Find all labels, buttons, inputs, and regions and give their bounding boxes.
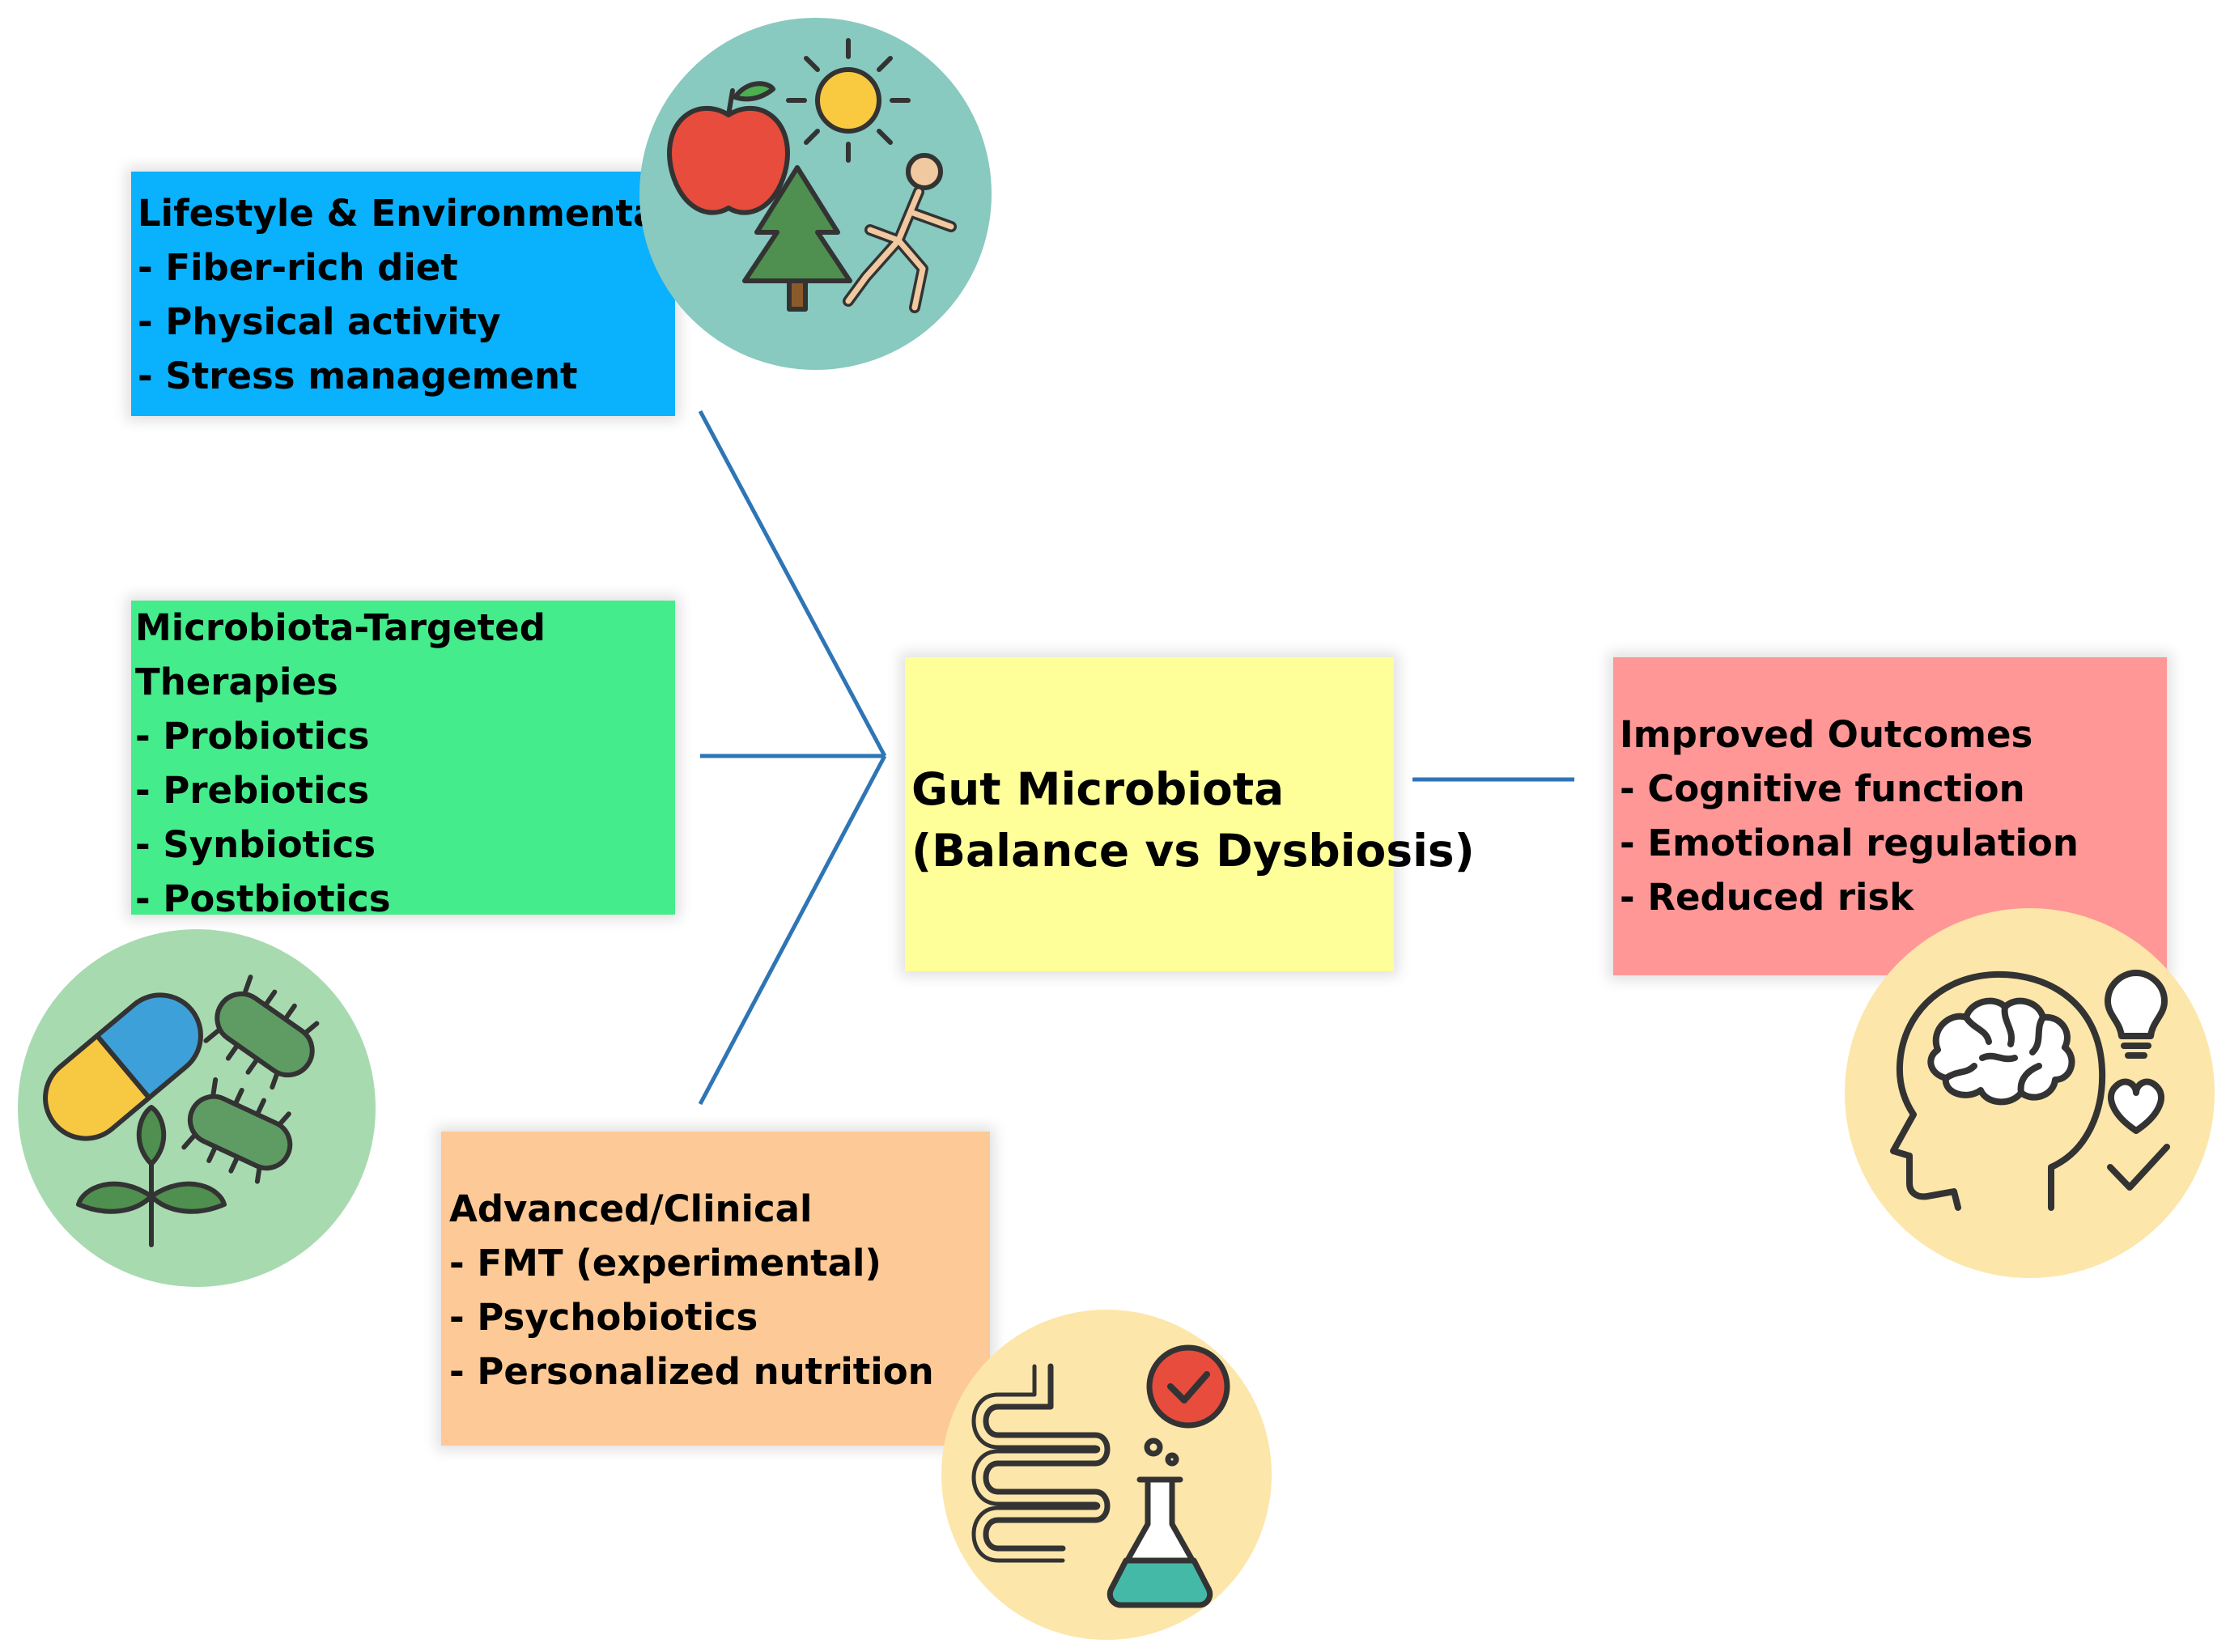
advanced-clinical-box: Advanced/Clinical - FMT (experimental) -… [441,1132,990,1446]
advanced-heading: Advanced/Clinical [449,1187,813,1230]
advanced-item: - FMT (experimental) [449,1242,882,1285]
outcomes-icon-circle [1845,908,2215,1278]
microbiota-item: - Probiotics [135,715,370,758]
outcomes-item: - Reduced risk [1620,876,1914,919]
microbiota-heading: Microbiota-Targeted [135,606,546,649]
connector-lifestyle [698,410,887,758]
outcomes-item: - Emotional regulation [1620,822,2079,864]
microbiota-therapies-box: Microbiota-Targeted Therapies - Probioti… [131,601,675,920]
microbiota-item: - Prebiotics [135,769,369,812]
capsule-bacteria-plant-icon [43,975,320,1247]
gut-microbiota-subtitle: (Balance vs Dysbiosis) [911,825,1475,877]
microbiota-heading-cont: Therapies [135,660,338,703]
gut-microbiota-title: Gut Microbiota [911,763,1285,815]
lifestyle-box: Lifestyle & Environmental - Fiber-rich d… [131,172,675,416]
improved-outcomes-box: Improved Outcomes - Cognitive function -… [1613,657,2167,975]
lifestyle-item: - Fiber-rich diet [138,246,458,289]
lifestyle-icon-circle [639,18,992,370]
advanced-icon-circle [941,1310,1272,1640]
microbiota-item: - Synbiotics [135,823,376,866]
outcomes-item: - Cognitive function [1620,767,2025,810]
connector-advanced [698,754,887,1106]
brain-head-bulb-heart-check-icon [1890,970,2170,1211]
microbiota-item: - Postbiotics [135,877,391,920]
intestine-flask-check-icon [971,1344,1230,1608]
advanced-item: - Psychobiotics [449,1296,758,1339]
outcomes-heading: Improved Outcomes [1620,713,2033,756]
advanced-item: - Personalized nutrition [449,1350,934,1393]
apple-sun-tree-runner-icon [667,38,957,313]
microbiota-icon-circle [18,929,376,1287]
lifestyle-item: - Physical activity [138,300,501,343]
lifestyle-heading: Lifestyle & Environmental [138,192,670,235]
lifestyle-item: - Stress management [138,355,578,397]
gut-microbiota-box: Gut Microbiota (Balance vs Dysbiosis) [905,657,1475,971]
